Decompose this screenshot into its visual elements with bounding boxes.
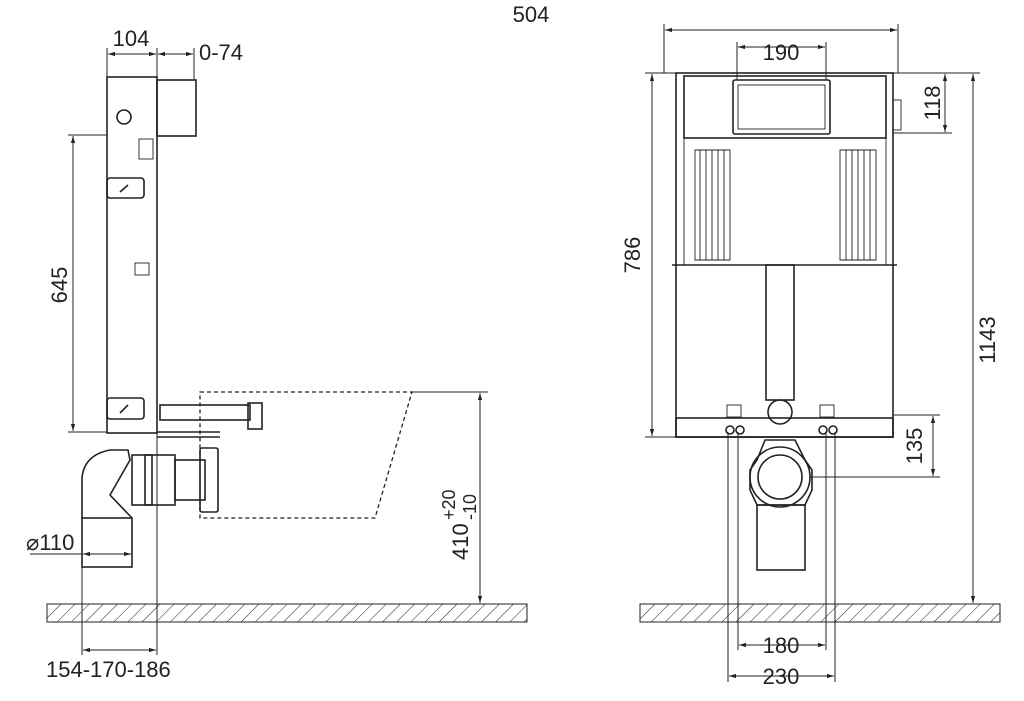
front-view: 504 190 786 1143 118 135 180 230	[513, 2, 1001, 689]
outlet-elbow	[749, 439, 813, 506]
dim-panel-label: 190	[763, 40, 800, 65]
dim-studs-outer-label: 230	[763, 664, 800, 689]
toilet-bowl-outline	[199, 391, 413, 519]
side-view: 104 0-74 645 410 +20 -10 ⌀110 154-170-18…	[26, 26, 528, 682]
stud-icon	[818, 425, 828, 435]
slot	[106, 397, 145, 420]
bracket	[134, 262, 150, 276]
flush-plate-box	[156, 79, 197, 137]
coupling	[131, 454, 153, 506]
dim-height-label: 645	[47, 267, 72, 304]
flush-pipe	[765, 264, 795, 401]
dim-outlet-label: 135	[902, 428, 927, 465]
bracket	[138, 138, 154, 160]
supply-pipe	[159, 404, 251, 421]
bottom-rail	[675, 417, 894, 438]
dim-studs-inner-label: 180	[763, 633, 800, 658]
threaded-connector	[144, 454, 176, 506]
flush-outlet	[767, 399, 793, 425]
supply-fitting	[247, 402, 263, 430]
floor	[46, 603, 528, 623]
dim-bowl-height-label: 410	[448, 523, 473, 560]
flush-panel	[732, 79, 831, 135]
dim-depth-label: 104	[113, 26, 150, 51]
frame-front	[675, 72, 894, 438]
connector	[174, 459, 206, 501]
elbow-pipe	[81, 449, 133, 519]
outlet-pipe	[81, 517, 133, 568]
dim-tol-plus: +20	[439, 489, 459, 520]
cistern-ribs	[683, 138, 887, 265]
dim-offset-label: 154-170-186	[46, 657, 171, 682]
dim-tol-minus: -10	[460, 494, 480, 520]
frame-side	[106, 76, 158, 434]
stud-icon	[725, 425, 735, 435]
dim-pipe-diameter-label: ⌀110	[26, 530, 74, 555]
stud-icon	[828, 425, 838, 435]
dim-total-label: 1143	[975, 316, 1000, 363]
floor	[639, 603, 1001, 623]
side-valve	[892, 99, 902, 131]
stud-icon	[735, 425, 745, 435]
dim-tank-label: 118	[920, 85, 945, 120]
drain-pipe	[756, 504, 806, 571]
dim-adjust-label: 0-74	[199, 40, 243, 65]
slot	[106, 177, 145, 199]
cistern-top	[683, 75, 887, 139]
dim-frame-label: 786	[620, 237, 645, 274]
outlet-ring	[749, 446, 811, 508]
dim-width-label: 504	[513, 2, 550, 27]
connector-flange	[199, 447, 219, 513]
fixing-hole-icon	[116, 109, 132, 125]
flush-panel-inner	[737, 84, 826, 130]
